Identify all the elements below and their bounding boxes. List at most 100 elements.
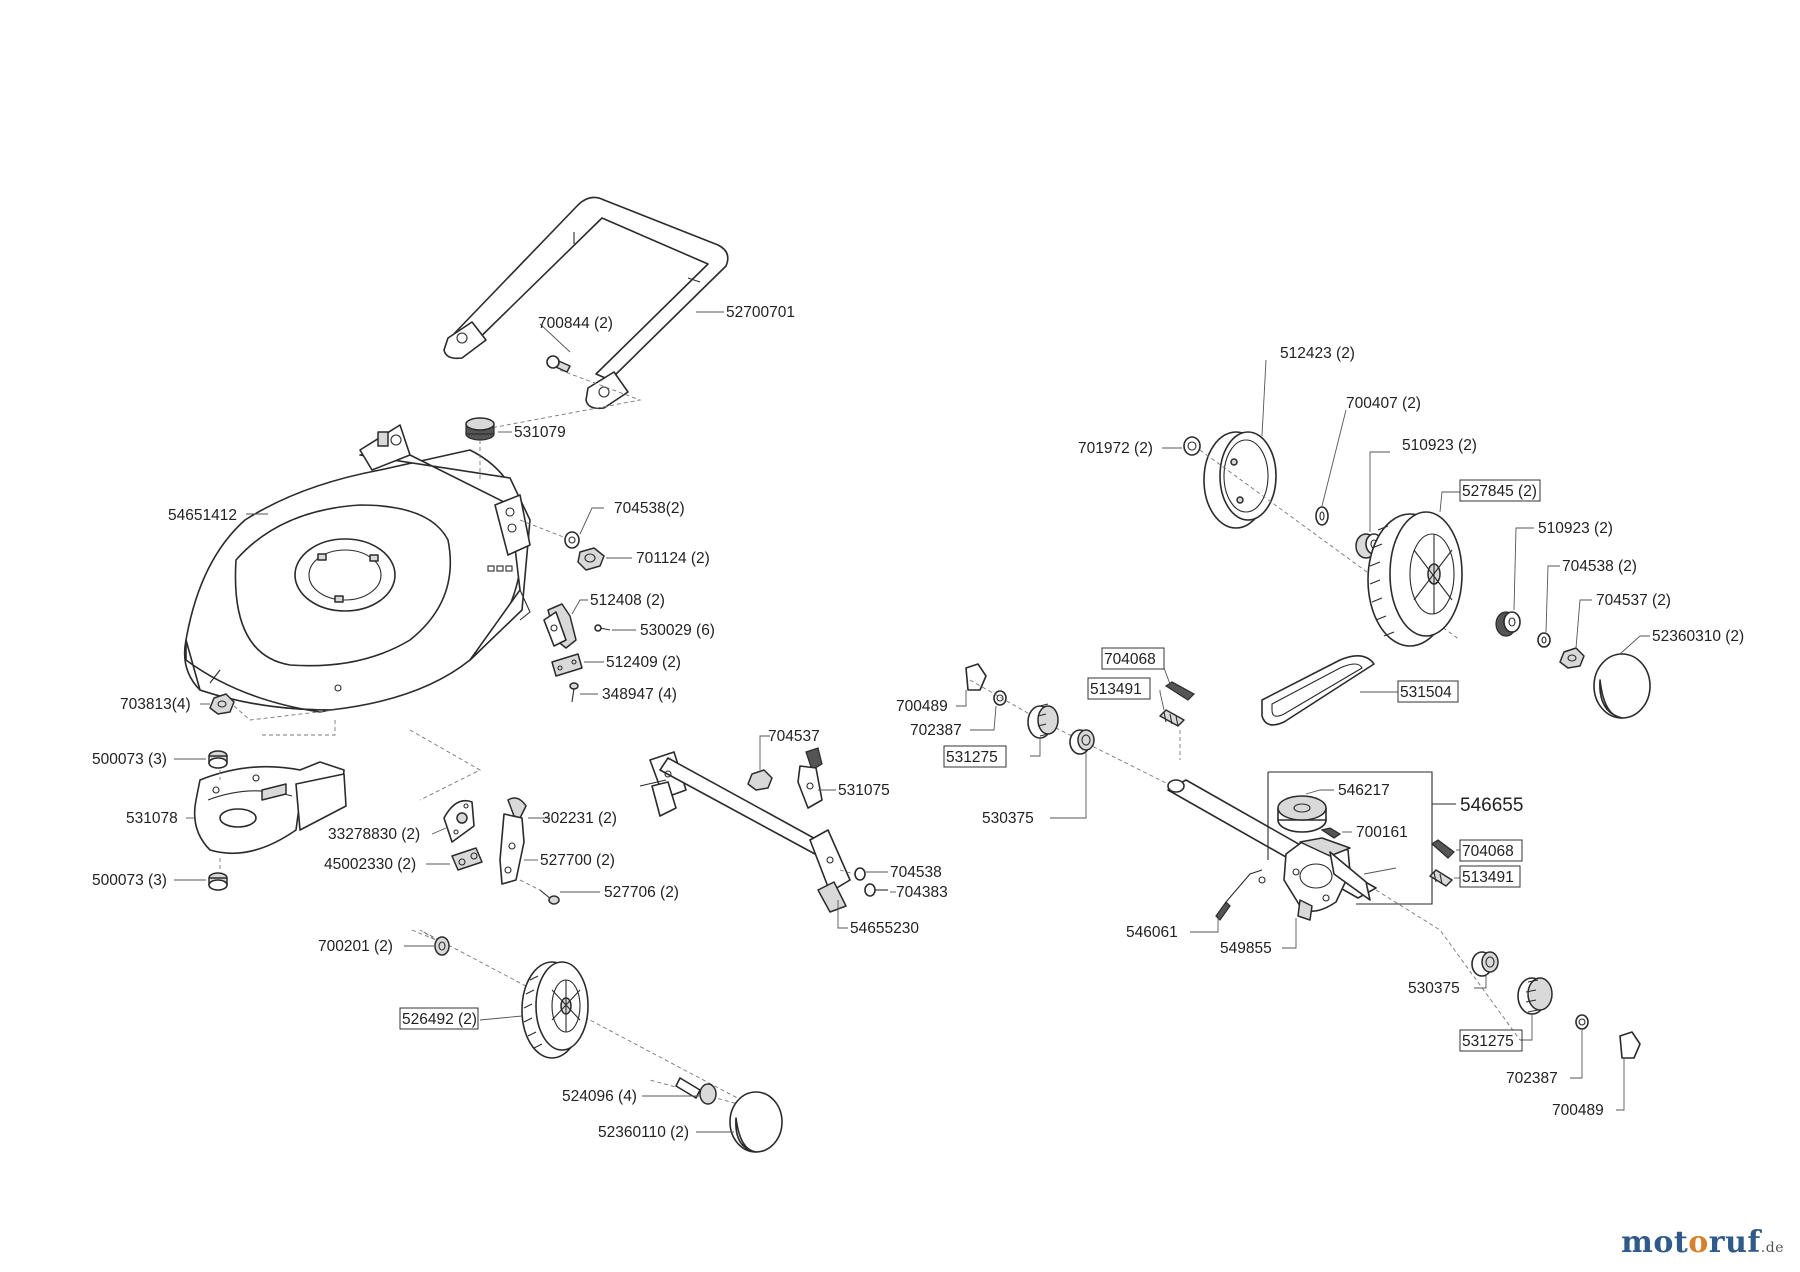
label-rear-axle: 54655230	[850, 920, 919, 937]
rear-nut-part[interactable]	[747, 769, 773, 791]
label-cap-rear: 52360310 (2)	[1652, 628, 1744, 645]
label-bushing-front: 700201 (2)	[318, 938, 393, 955]
label-ring-b: 702387	[1506, 1070, 1558, 1087]
label-belt: 531504	[1400, 684, 1452, 701]
washer-b-part[interactable]	[1315, 506, 1329, 526]
insert-bottom-part[interactable]	[208, 872, 228, 891]
cap-front-part[interactable]	[729, 1091, 783, 1153]
cap-rear-part[interactable]	[1593, 653, 1651, 719]
wheel-rear-part[interactable]	[1367, 511, 1463, 647]
key-part[interactable]	[1320, 827, 1342, 839]
label-spring-c-box	[1459, 839, 1523, 862]
label-bracket: 512408 (2)	[590, 592, 665, 609]
ring-b-part[interactable]	[1575, 1014, 1589, 1030]
deck-part[interactable]	[183, 424, 531, 713]
damper-part[interactable]	[465, 417, 495, 441]
ring-a-part[interactable]	[993, 690, 1007, 706]
screw-b-part[interactable]	[569, 682, 579, 703]
rear-bolt-part[interactable]	[864, 883, 888, 897]
lever-plate-part[interactable]	[451, 847, 483, 871]
label-screw-b: 348947 (4)	[602, 686, 677, 703]
belt-part[interactable]	[1261, 655, 1375, 726]
watermark-part-b: o	[1688, 1225, 1709, 1260]
screw-a-part[interactable]	[594, 624, 611, 632]
bearing-b-part[interactable]	[1495, 611, 1521, 637]
nut-deck-part[interactable]	[209, 693, 235, 715]
label-insert-bottom: 500073 (3)	[92, 872, 167, 889]
label-cap-front: 52360110 (2)	[598, 1124, 689, 1141]
label-clutch-a: 530375	[982, 810, 1034, 827]
rear-washer-part[interactable]	[854, 867, 866, 881]
gearbox-part[interactable]	[1283, 837, 1371, 921]
height-lever-part[interactable]	[499, 797, 527, 885]
label-spring-d-box	[1459, 865, 1521, 888]
label-pinion-b-box	[1459, 1029, 1523, 1052]
label-washer-d: 704538 (2)	[1562, 558, 1637, 575]
label-gear-cover: 512423 (2)	[1280, 345, 1355, 362]
label-key: 700161	[1356, 824, 1408, 841]
label-pinion-a: 531275	[946, 749, 998, 766]
washer-c-part[interactable]	[1183, 436, 1201, 456]
bushing-front-part[interactable]	[434, 936, 450, 956]
label-belt-box	[1397, 680, 1459, 703]
gear-cover-part[interactable]	[1203, 431, 1277, 529]
clip-b-part[interactable]	[1619, 1031, 1641, 1059]
spring-d-part[interactable]	[1429, 869, 1453, 887]
bracket-part[interactable]	[543, 603, 577, 649]
insert-top-part[interactable]	[208, 750, 228, 769]
handle-part[interactable]	[443, 196, 729, 410]
label-nut-b: 704537 (2)	[1596, 592, 1671, 609]
label-pinion-b: 531275	[1462, 1033, 1514, 1050]
label-clip-b: 700489	[1552, 1102, 1604, 1119]
label-pinion-a-box	[943, 745, 1007, 768]
label-chute: 531078	[126, 810, 178, 827]
plate-part[interactable]	[551, 653, 583, 677]
label-spring-a: 704068	[1104, 651, 1156, 668]
label-handle-bolt: 700844 (2)	[538, 315, 613, 332]
lever-part[interactable]	[443, 799, 475, 843]
label-spring-d: 513491	[1462, 869, 1514, 886]
label-rear-washer: 704538	[890, 864, 942, 881]
pulley-part[interactable]	[1277, 795, 1327, 833]
pin-a-part[interactable]	[539, 889, 560, 905]
label-spring-b: 513491	[1090, 681, 1142, 698]
cable-part[interactable]	[1215, 869, 1266, 921]
handle-bolt-part[interactable]	[546, 355, 571, 373]
nut-a-part[interactable]	[577, 547, 605, 571]
rear-axle-part[interactable]	[639, 751, 851, 913]
clip-a-part[interactable]	[965, 663, 987, 691]
wheel-front-part[interactable]	[521, 961, 589, 1059]
labels: 52700701 700844 (2) 531079 54651412 7045…	[92, 304, 1744, 1141]
watermark-suffix: .de	[1760, 1240, 1784, 1256]
label-washer-b: 700407 (2)	[1346, 395, 1421, 412]
label-nut-a: 701124 (2)	[636, 550, 710, 567]
label-gear-part: 549855	[1220, 940, 1272, 957]
clutch-b-part[interactable]	[1471, 951, 1499, 977]
axle-bolt-part[interactable]	[675, 1077, 717, 1105]
clutch-a-part[interactable]	[1069, 729, 1095, 755]
label-axle-bolt: 524096 (4)	[562, 1088, 637, 1105]
label-spring-a-box	[1101, 647, 1165, 670]
washer-a-part[interactable]	[564, 531, 580, 549]
pinion-b-part[interactable]	[1517, 977, 1553, 1015]
label-wheel-front-box	[399, 1007, 479, 1030]
spring-c-part[interactable]	[1431, 839, 1455, 859]
label-washer-a: 704538(2)	[614, 500, 685, 517]
pinion-a-part[interactable]	[1027, 703, 1059, 739]
label-gearbox: 546655	[1460, 795, 1523, 816]
rear-lever-part[interactable]	[797, 747, 823, 809]
nut-b-part[interactable]	[1559, 647, 1585, 669]
label-rear-bolt: 704383	[896, 884, 948, 901]
spring-a-part[interactable]	[1164, 681, 1195, 701]
label-wheel-rear-box	[1459, 479, 1541, 502]
label-bearing-b: 510923 (2)	[1538, 520, 1613, 537]
washer-d-part[interactable]	[1537, 632, 1551, 648]
label-wheel-rear: 527845 (2)	[1462, 483, 1537, 500]
label-screw-a: 530029 (6)	[640, 622, 715, 639]
spring-b-part[interactable]	[1159, 709, 1185, 727]
label-bearing-a: 510923 (2)	[1402, 437, 1477, 454]
watermark-logo: motoruf.de	[1621, 1225, 1784, 1260]
label-handle: 52700701	[726, 304, 795, 321]
chute-part[interactable]	[193, 761, 347, 855]
